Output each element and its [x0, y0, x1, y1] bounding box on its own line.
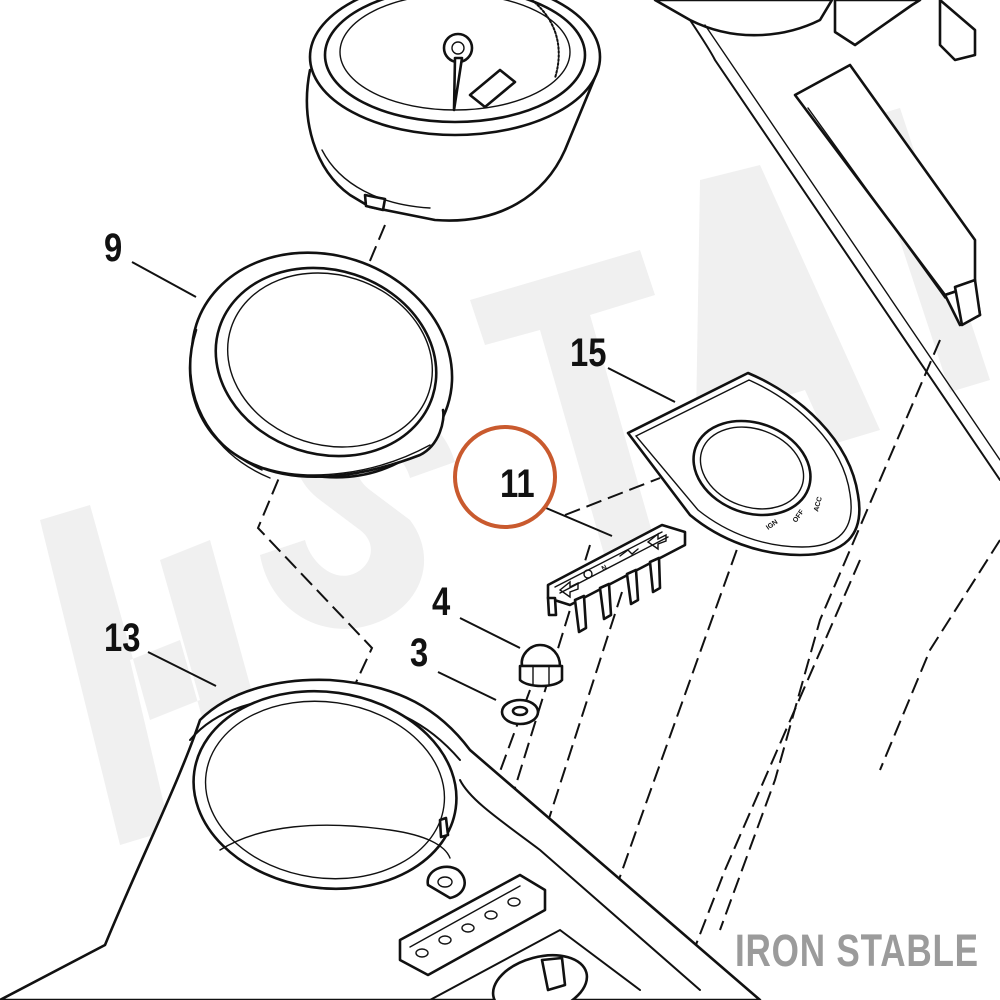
brand-watermark: IRON STABLE	[735, 925, 979, 976]
dash-frame-bracket	[653, 0, 1000, 481]
speedometer-gauge	[305, 0, 602, 222]
part-9-bezel-ring	[188, 251, 454, 479]
leader-lines	[131, 261, 676, 701]
part-4-acorn-nut	[518, 643, 564, 688]
callout-4: 4	[432, 580, 451, 624]
part-13-console-housing	[0, 678, 762, 1000]
part-15-face-plate: IGN OFF ACC	[626, 371, 861, 557]
svg-text:N: N	[601, 564, 609, 573]
part-3-washer	[500, 698, 540, 726]
highlight-circle	[453, 425, 557, 529]
callout-15: 15	[570, 331, 607, 375]
panel-label-acc: ACC	[813, 496, 824, 512]
callout-13: 13	[104, 616, 141, 660]
callout-9: 9	[104, 226, 123, 270]
part-11-indicator-lens: N	[546, 523, 687, 634]
callout-11: 11	[500, 462, 535, 506]
callout-3: 3	[410, 631, 429, 675]
